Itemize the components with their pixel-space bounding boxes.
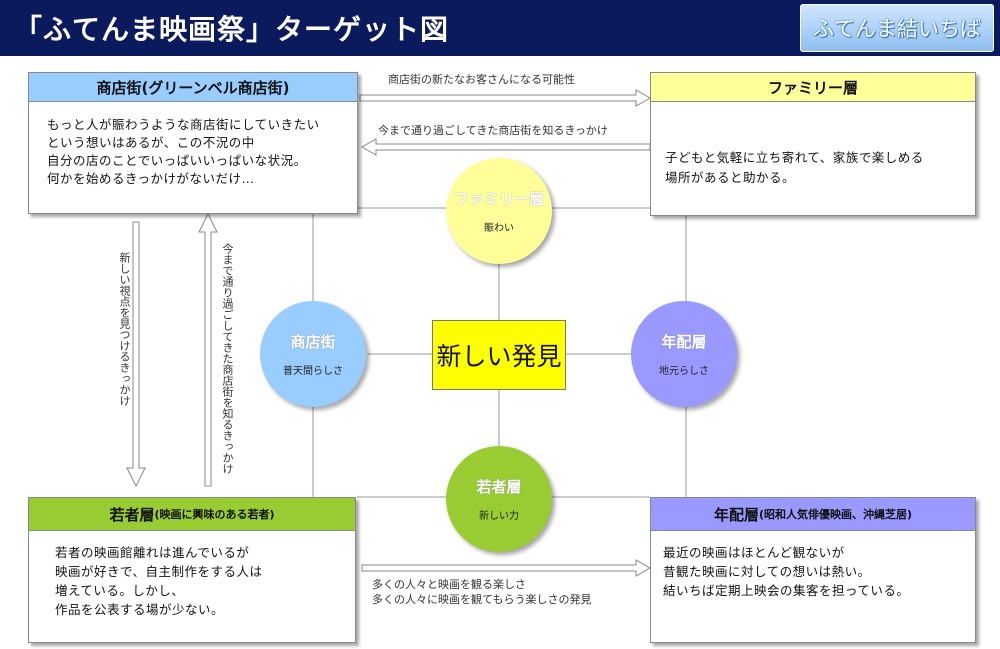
box-shotengai: 商店街(グリーンベル商店街) もっと人が賑わうような商店街にしていきたい という… [28, 72, 358, 214]
box-youth-title-note: (映画に興味のある若者) [154, 508, 275, 521]
box-elder-title-main: 年配層 [713, 505, 759, 524]
arrow-label-bottom-1: 多くの人々と映画を観る楽しさ [372, 578, 526, 591]
arrow-label-top-right: 商店街の新たなお客さんになる可能性 [388, 73, 575, 86]
logo-text: ふてんま結いちば [813, 17, 981, 41]
circle-youth-sub: 新しい力 [479, 511, 519, 522]
circle-shotengai-sub: 普天間らしさ [283, 366, 343, 377]
box-elder-title: 年配層(昭和人気俳優映画、沖縄芝居) [651, 498, 975, 531]
circle-family-sub: 賑わい [484, 223, 514, 234]
box-family-body: 子どもと気軽に立ち寄れて、家族で楽しめる 場所があると助かる。 [665, 150, 924, 185]
circle-elder-title: 年配層 [661, 333, 707, 351]
box-youth-title: 若者層(映画に興味のある若者) [29, 498, 355, 531]
header-bar: 「ふてんま映画祭」ターゲット図 ふてんま結いちば [0, 0, 1000, 56]
page-title: 「ふてんま映画祭」ターゲット図 [14, 13, 450, 46]
box-youth: 若者層(映画に興味のある若者) 若者の映画館離れは進んでいるが 映画が好きで、自… [28, 497, 356, 643]
arrow-label-bottom-2: 多くの人々に映画を観てもらう楽しさの発見 [372, 593, 592, 606]
arrow-left-up [198, 212, 218, 487]
box-shotengai-title: 商店街(グリーンベル商店街) [29, 73, 357, 102]
arrow-top-right [359, 89, 652, 107]
arrow-left-down [126, 221, 146, 488]
circle-youth-title: 若者層 [476, 478, 522, 496]
box-elder-body: 最近の映画はほとんど観ないが 昔観た映画に対しての想いは熱い。 結いちば定期上映… [663, 545, 910, 598]
circle-family-title: ファミリー層 [453, 190, 544, 208]
circle-youth: 若者層 新しい力 [446, 446, 552, 552]
logo: ふてんま結いちば [800, 4, 994, 52]
box-elder-title-note: (昭和人気俳優映画、沖縄芝居) [758, 508, 913, 521]
circle-elder-sub: 地元らしさ [659, 366, 709, 377]
arrow-top-left [360, 138, 651, 156]
box-family: ファミリー層 子どもと気軽に立ち寄れて、家族で楽しめる 場所があると助かる。 [650, 72, 976, 216]
circle-shotengai-title: 商店街 [290, 333, 336, 351]
box-elder: 年配層(昭和人気俳優映画、沖縄芝居) 最近の映画はほとんど観ないが 昔観た映画に… [650, 497, 976, 643]
arrow-bottom-right [361, 559, 652, 577]
circle-shotengai: 商店街 普天間らしさ [260, 301, 366, 407]
arrow-label-left-down: 新しい視点を見つけるきっかけ [118, 252, 131, 406]
box-youth-title-main: 若者層 [109, 505, 155, 524]
center-discovery: 新しい発見 [432, 320, 566, 390]
circle-family: ファミリー層 賑わい [446, 158, 552, 264]
arrow-label-left-up: 今まで通り過ごしてきた商店街を知るきっかけ [221, 243, 234, 474]
box-family-title: ファミリー層 [651, 73, 975, 102]
box-youth-body: 若者の映画館離れは進んでいるが 映画が好きで、自主制作をする人は 増えている。し… [55, 545, 263, 617]
box-shotengai-body: もっと人が賑わうような商店街にしていきたい という想いはあるが、この不況の中 自… [47, 117, 320, 186]
arrow-label-top-left: 今まで通り過ごしてきた商店街を知るきっかけ [378, 124, 608, 137]
circle-elder: 年配層 地元らしさ [631, 301, 737, 407]
